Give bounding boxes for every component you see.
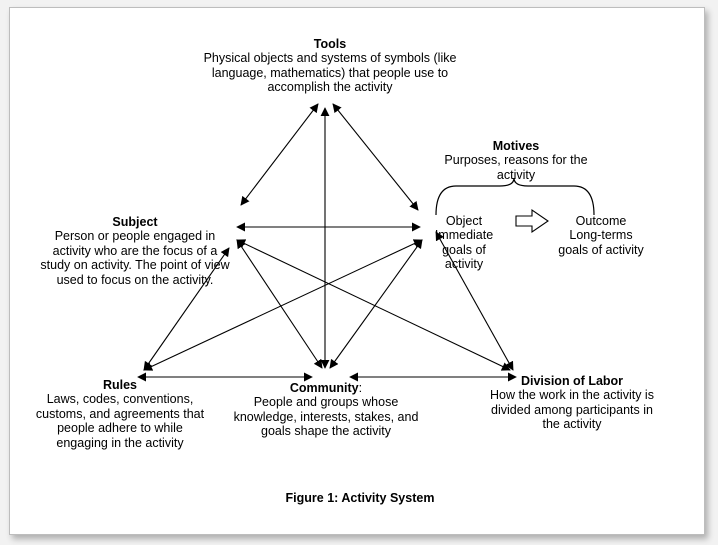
figure-caption: Figure 1: Activity System: [285, 491, 435, 505]
division-description: How the work in the activity is divided …: [490, 388, 654, 432]
rules-title: Rules: [102, 378, 138, 392]
community-description: People and groups whose knowledge, inter…: [233, 395, 419, 439]
motives-node: Motives Purposes, reasons for the activi…: [442, 139, 590, 182]
division-of-labor-node: Division of Labor How the work in the ac…: [488, 374, 656, 432]
motives-brace: [435, 177, 595, 216]
object-description: Immediate goals of activity: [434, 228, 494, 272]
arrow-tools-object: [332, 103, 419, 211]
outcome-description: Long-terms goals of activity: [558, 228, 644, 257]
subject-node: Subject Person or people engaged in acti…: [40, 215, 230, 287]
outcome-node: Outcome Long-terms goals of activity: [558, 214, 644, 257]
tools-description: Physical objects and systems of symbols …: [203, 51, 457, 95]
arrow-object-division: [435, 231, 514, 371]
object-node: Object Immediate goals of activity: [424, 214, 504, 272]
community-node: Community: People and groups whose knowl…: [226, 381, 426, 439]
rules-description: Laws, codes, conventions, customs, and a…: [35, 392, 205, 450]
object-title: Object: [445, 214, 483, 228]
arrow-subject-community: [236, 239, 323, 369]
outcome-title: Outcome: [575, 214, 627, 228]
community-title-suffix: :: [358, 381, 363, 395]
object-to-outcome-arrow: [515, 208, 549, 234]
arrow-subject-rules: [143, 247, 230, 371]
subject-description: Person or people engaged in activity who…: [40, 229, 230, 287]
rules-node: Rules Laws, codes, conventions, customs,…: [30, 378, 210, 450]
arrow-tools-subject: [240, 103, 319, 206]
tools-title: Tools: [313, 37, 347, 51]
arrow-object-community: [329, 239, 423, 369]
motives-description: Purposes, reasons for the activity: [444, 153, 588, 182]
subject-title: Subject: [112, 215, 158, 229]
tools-node: Tools Physical objects and systems of sy…: [190, 37, 470, 95]
division-title: Division of Labor: [520, 374, 624, 388]
community-title: Community: [289, 381, 359, 395]
community-title-line: Community:: [226, 381, 426, 395]
motives-title: Motives: [492, 139, 540, 153]
